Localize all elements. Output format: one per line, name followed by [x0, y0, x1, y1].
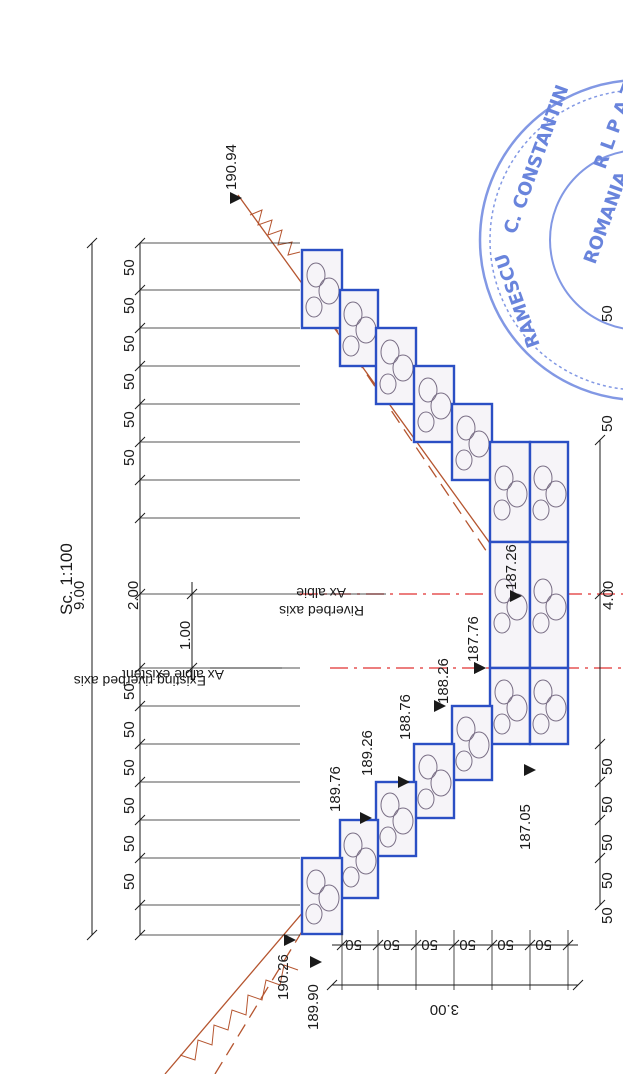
dim-segment-top: 50	[121, 411, 138, 428]
elevation-label: 190.26	[275, 954, 292, 1000]
elevation-label: 189.90	[305, 984, 322, 1030]
scale-label: Sc. 1:100	[57, 543, 76, 615]
dim-segment-top: 50	[121, 835, 138, 852]
elevation-markers: 190.94 189.76 189.26 188.76 188.26 187.76 187.…	[223, 144, 536, 1030]
dim-segment-top: 50	[121, 759, 138, 776]
elevation-marker: 190.94	[223, 144, 242, 204]
dim-segment-side: 50	[383, 936, 400, 953]
gabion-box	[528, 666, 570, 746]
elevation-label: 187.26	[503, 544, 520, 590]
elevation-marker: 188.76	[397, 694, 446, 740]
gabion-box	[412, 364, 456, 444]
dim-segment-side: 50	[421, 936, 438, 953]
dim-segment-top: 50	[121, 335, 138, 352]
dim-segment-bottom: 50	[599, 758, 616, 775]
elevation-marker: 189.76	[327, 766, 372, 824]
stamp-inner-ring	[549, 150, 623, 330]
dim-segment-top: 50	[121, 259, 138, 276]
gabion-box	[488, 440, 532, 544]
dimension-lines	[86, 237, 606, 991]
dim-segment-bottom: 50	[599, 872, 616, 889]
elevation-label: 187.05	[517, 804, 534, 850]
elevation-marker: 187.26	[503, 544, 522, 602]
gabion-box	[374, 326, 418, 406]
dim-segment-bottom: 50	[599, 415, 616, 432]
dim-segment-side: 50	[535, 936, 552, 953]
dim-axis-offset: 1.00	[177, 621, 194, 650]
stamp-seal: C. CONSTANTIN ROMANIA R L P A T RAMESCU	[478, 79, 623, 401]
terrain-hatch-upper	[249, 209, 301, 256]
stamp-text-top: C. CONSTANTIN	[500, 82, 573, 237]
elevation-label: 187.76	[465, 616, 482, 662]
new-axis-label-ro: Ax albie	[296, 585, 346, 601]
dim-segment-top: 50	[121, 297, 138, 314]
stamp-text-country: ROMANIA	[580, 169, 623, 267]
gabion-box	[412, 742, 456, 820]
elevation-marker: 187.05	[517, 764, 536, 850]
dim-center-width: 2.00	[125, 581, 142, 610]
gabion-box	[338, 288, 380, 368]
dim-segment-top: 50	[121, 449, 138, 466]
stamp-outer-ring	[478, 79, 623, 401]
gabion-box	[488, 540, 532, 670]
elevation-label: 188.26	[435, 658, 452, 704]
elevation-marker: 189.90	[305, 956, 322, 1030]
elevation-label: 190.94	[223, 144, 240, 190]
dim-total-width: 9.00	[71, 581, 88, 610]
gabion-box	[300, 856, 344, 936]
gabion-box	[374, 780, 418, 858]
stamp-text-bottom: RAMESCU	[491, 250, 545, 350]
elevation-marker: 189.26	[359, 730, 410, 788]
dim-segment-bottom: 50	[599, 796, 616, 813]
elevation-marker: 187.76	[465, 616, 486, 674]
elevation-label: 189.26	[359, 730, 376, 776]
dim-segment-top: 50	[121, 683, 138, 700]
existing-axis-label-en: Existing riverbed axis	[74, 673, 206, 689]
dim-segment-side: 50	[459, 936, 476, 953]
dim-segment-bottom: 50	[599, 305, 616, 322]
dim-segment-top: 50	[121, 721, 138, 738]
dim-segment-bottom: 50	[599, 834, 616, 851]
new-axis-label-en: Riverbed axis	[279, 603, 364, 619]
existing-axis-label-ro: Ax albie existent	[122, 667, 224, 683]
gabion-box	[528, 540, 570, 670]
dim-segment-top: 50	[121, 373, 138, 390]
dim-side-total: 3.00	[430, 1001, 459, 1018]
gabion-box	[300, 248, 344, 330]
gabion-box	[488, 666, 532, 746]
dim-segment-bottom: 50	[599, 907, 616, 924]
gabion-box	[450, 704, 494, 782]
elevation-label: 189.76	[327, 766, 344, 812]
elevation-marker: 190.26	[275, 934, 296, 1000]
dim-segment-side: 50	[345, 936, 362, 953]
gabion-structure	[300, 248, 570, 936]
gabion-box	[450, 402, 494, 482]
terrain-hatch-lower	[179, 964, 299, 1061]
elevation-label: 188.76	[397, 694, 414, 740]
dim-segment-top: 50	[121, 873, 138, 890]
gabion-box	[338, 818, 380, 900]
dim-segment-side: 50	[497, 936, 514, 953]
dimension-segment-labels: 50 50 50 50 50 50 50 50 50 50 50 50 50 50 50 50 50 50 50 50…	[121, 259, 616, 953]
gabion-box	[528, 440, 570, 544]
dim-bottom-center: 4.00	[600, 581, 617, 610]
dim-segment-top: 50	[121, 797, 138, 814]
